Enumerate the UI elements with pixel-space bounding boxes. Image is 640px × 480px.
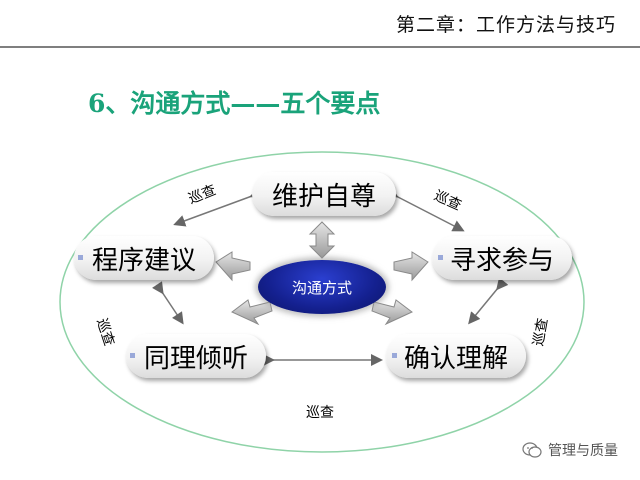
node-bottom-right-label: 确认理解 (403, 343, 508, 374)
node-bottom-left: 同理倾听 (126, 334, 266, 378)
connector-right (468, 277, 509, 325)
node-top-label: 维护自尊 (271, 181, 376, 212)
wechat-icon (522, 442, 542, 458)
chapter-title: 第二章：工作方法与技巧 (395, 14, 616, 36)
double-arrow-right-upper (393, 251, 429, 282)
connector-top-right (385, 186, 465, 232)
double-arrow-left-lower (231, 299, 273, 326)
watermark-text: 管理与质量 (548, 443, 618, 459)
node-bottom-right: 确认理解 (386, 334, 526, 378)
slide-title: 6、沟通方式——五个要点 (88, 89, 381, 118)
node-right: 寻求参与 (432, 236, 572, 280)
node-right-label: 寻求参与 (449, 245, 554, 276)
center-node: 沟通方式 (258, 260, 386, 314)
bullet-left (78, 255, 83, 260)
header-divider (0, 46, 640, 48)
node-bottom-left-label: 同理倾听 (143, 343, 248, 374)
double-arrow-top (308, 221, 336, 259)
connector-top-left (173, 187, 263, 227)
bullet-right (438, 255, 443, 260)
bullet-bottom-right (392, 353, 397, 358)
node-left: 程序建议 (74, 236, 214, 280)
double-arrow-left-upper (215, 251, 251, 282)
node-top: 维护自尊 (252, 172, 396, 216)
connector-left (152, 281, 184, 325)
double-arrow-right-lower (371, 299, 413, 326)
node-left-label: 程序建议 (91, 245, 196, 276)
outer-ellipse (59, 151, 585, 453)
cycle-label-bottom: 巡查 (306, 405, 334, 421)
center-node-label: 沟通方式 (291, 278, 352, 297)
watermark: 管理与质量 (522, 440, 618, 460)
bullet-bottom-left (130, 353, 135, 358)
